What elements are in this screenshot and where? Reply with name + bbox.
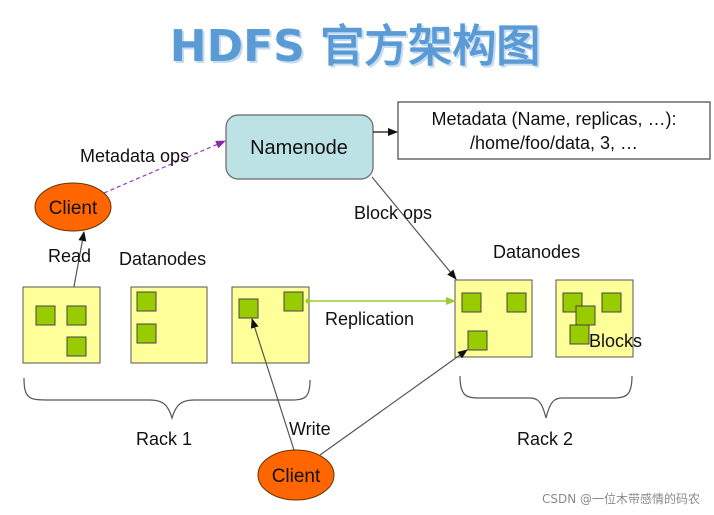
metadata-line1: Metadata (Name, replicas, …): <box>431 109 676 129</box>
namenode-label: Namenode <box>250 137 348 159</box>
write-arrow-rack2 <box>319 349 468 456</box>
block <box>283 291 304 312</box>
metadata-line2: /home/foo/data, 3, … <box>470 133 638 153</box>
metadata-ops-arrow <box>103 140 226 194</box>
rack2-brace <box>459 375 633 419</box>
datanode-rack2-1 <box>454 279 533 358</box>
block-ops-label: Block ops <box>354 203 432 223</box>
blocks-label: Blocks <box>589 331 642 351</box>
metadata-ops-label: Metadata ops <box>80 146 189 166</box>
block <box>506 292 527 313</box>
block <box>601 292 622 313</box>
block <box>136 291 157 312</box>
datanodes-label-rack2: Datanodes <box>493 242 580 262</box>
write-arrow-rack1 <box>250 318 295 451</box>
client-write[interactable] <box>257 449 335 501</box>
block-ops-arrow <box>371 176 457 280</box>
read-arrow <box>72 231 87 293</box>
datanodes-label-rack1: Datanodes <box>119 249 206 269</box>
block <box>467 330 488 351</box>
block <box>66 336 87 357</box>
block <box>569 324 590 345</box>
datanode-rack1-2 <box>130 286 208 364</box>
rack1-brace <box>23 377 311 421</box>
client-write-label: Client <box>272 466 321 487</box>
read-label: Read <box>48 246 91 266</box>
namenode-box <box>225 114 374 180</box>
block <box>575 305 596 326</box>
block <box>461 292 482 313</box>
datanode-rack1-3 <box>231 286 310 364</box>
block <box>136 323 157 344</box>
client-read-label: Client <box>49 198 98 219</box>
client-read[interactable] <box>34 182 112 232</box>
metadata-box <box>397 101 711 160</box>
replication-label: Replication <box>325 309 414 329</box>
page-title-shadow: HDFS 官方架构图 <box>172 23 542 74</box>
datanode-rack2-2 <box>555 279 634 358</box>
block <box>66 305 87 326</box>
watermark: CSDN @一位木带感情的码农 <box>542 491 700 506</box>
page-title: HDFS 官方架构图 <box>170 21 540 72</box>
write-label: Write <box>289 419 331 439</box>
block <box>238 298 259 319</box>
block <box>35 305 56 326</box>
datanode-rack1-1 <box>22 286 101 364</box>
rack1-label: Rack 1 <box>136 429 192 449</box>
rack2-label: Rack 2 <box>517 429 573 449</box>
